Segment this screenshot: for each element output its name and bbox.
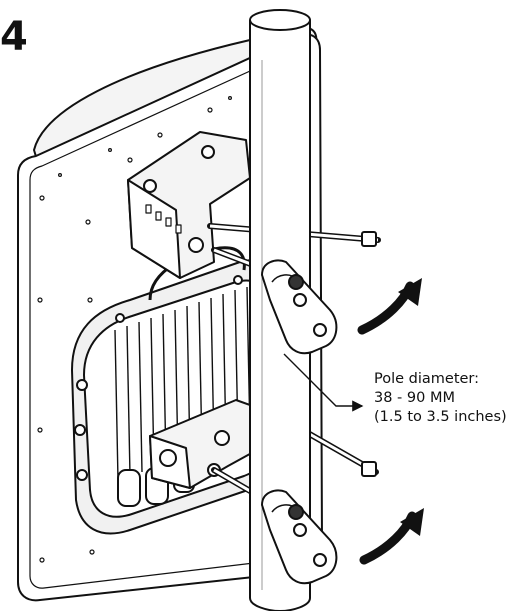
- diameter-leader-line: [283, 353, 364, 412]
- upper-clamp: [261, 259, 338, 355]
- callout-imperial: (1.5 to 3.5 inches): [374, 409, 507, 425]
- rotate-arrow-lower-head: [400, 508, 424, 536]
- lower-bracket: [149, 399, 269, 489]
- callout-metric: 38 - 90 MM: [374, 390, 455, 406]
- upper-bracket: [127, 131, 251, 279]
- pole-diameter-callout: Pole diameter: 38 - 90 MM (1.5 to 3.5 in…: [374, 370, 507, 427]
- callout-title: Pole diameter:: [374, 371, 480, 387]
- step-number: 4: [0, 14, 28, 60]
- rotate-arrow-upper-head: [398, 278, 422, 306]
- lower-clamp: [261, 489, 338, 585]
